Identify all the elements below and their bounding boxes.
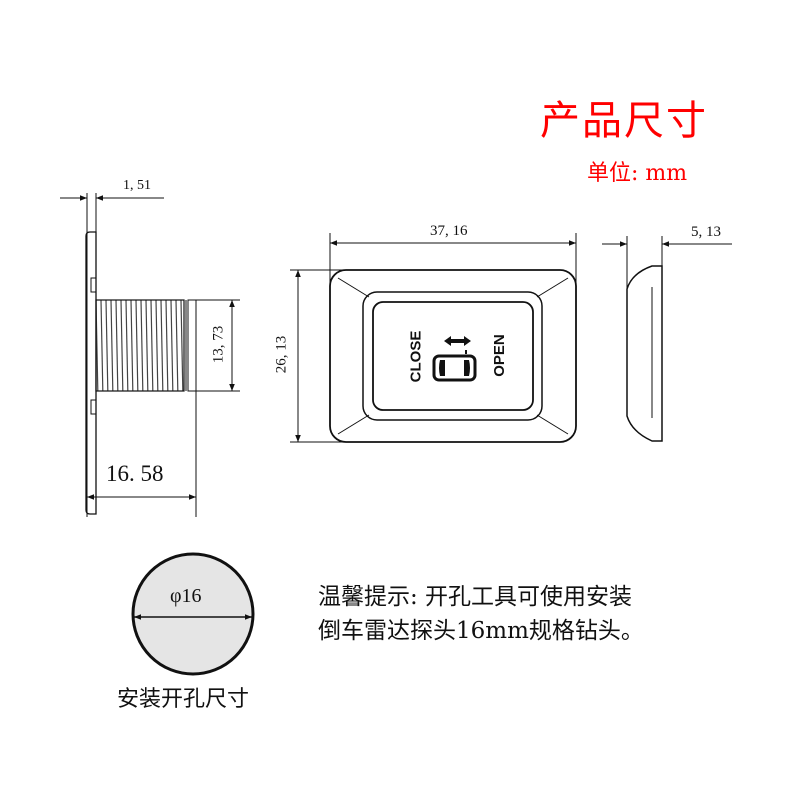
hole-caption: 安装开孔尺寸	[117, 687, 250, 712]
mounting-hole-diagram	[131, 552, 255, 676]
sliding-door-arrow-icon	[432, 336, 477, 382]
front-height-label: 26, 13	[273, 335, 290, 374]
profile-view	[602, 236, 732, 442]
total-length-label: 16. 58	[106, 461, 164, 486]
profile-thickness-label: 5, 13	[691, 224, 721, 240]
flange-thickness-label: 1, 51	[123, 178, 151, 193]
hole-diameter-label: φ16	[170, 585, 202, 607]
tip-note-line-1: 温馨提示: 开孔工具可使用安装	[318, 584, 633, 610]
side-view	[60, 193, 240, 517]
front-view	[290, 233, 577, 443]
page-title: 产品尺寸	[540, 98, 708, 144]
tip-note: 温馨提示: 开孔工具可使用安装 倒车雷达探头16mm规格钻头。	[318, 580, 644, 648]
open-label: OPEN	[490, 334, 508, 377]
front-width-label: 37, 16	[430, 223, 468, 239]
close-label: CLOSE	[407, 330, 425, 383]
thread-diameter-label: 13, 73	[210, 325, 227, 364]
unit-label: 单位: mm	[587, 161, 688, 186]
tip-note-line-2: 倒车雷达探头16mm规格钻头。	[318, 618, 644, 644]
